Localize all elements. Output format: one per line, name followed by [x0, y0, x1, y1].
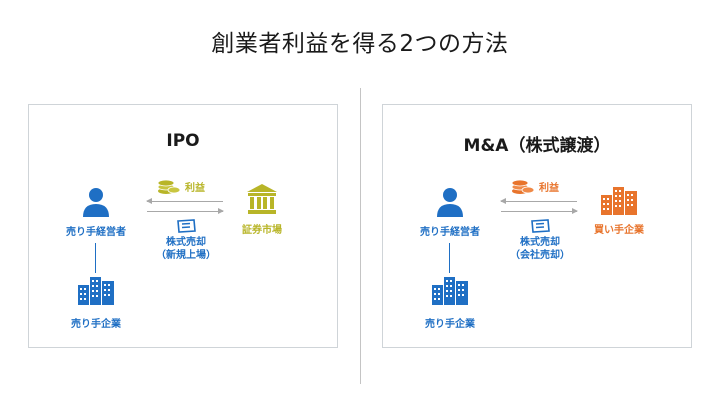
ticket-icon [177, 219, 196, 233]
ipo-panel: IPO 売り手経営者 売 [28, 104, 338, 348]
page-title: 創業者利益を得る2つの方法 [211, 31, 509, 57]
ipo-profit-label: 利益 [185, 182, 205, 194]
buildings-icon [601, 187, 637, 215]
ma-profit-label: 利益 [539, 182, 559, 194]
ipo-seller-manager: 売り手経営者 [51, 187, 141, 238]
ma-seller-company-label: 売り手企業 [425, 319, 475, 330]
ipo-stock-market-label: 証券市場 [242, 225, 282, 236]
buildings-icon [432, 277, 468, 305]
ma-connector-line [449, 243, 450, 273]
ma-sale-label: 株式売却 [520, 237, 560, 248]
person-icon [83, 188, 109, 217]
ma-profit-arrow [500, 198, 577, 204]
ma-sale: 株式売却 （会社売却） [495, 219, 585, 262]
ipo-profit-arrow [146, 198, 223, 204]
ma-buyer-company: 買い手企業 [579, 185, 659, 236]
ipo-seller-company-label: 売り手企業 [71, 319, 121, 330]
ma-buyer-company-label: 買い手企業 [594, 225, 644, 236]
ipo-connector-line [95, 243, 96, 273]
bank-icon [247, 184, 277, 214]
ma-profit: 利益 [511, 177, 559, 195]
ipo-profit: 利益 [157, 177, 205, 195]
ipo-sale-label: 株式売却 [166, 237, 206, 248]
buildings-icon [78, 277, 114, 305]
ticket-icon [531, 219, 550, 233]
ipo-sale: 株式売却 （新規上場） [141, 219, 231, 262]
ipo-sale-sublabel: （新規上場） [156, 250, 216, 261]
person-icon [437, 188, 463, 217]
coins-icon [157, 179, 181, 194]
ipo-stock-market: 証券市場 [225, 183, 299, 236]
coins-icon [511, 179, 535, 194]
ma-heading: M&A（株式譲渡） [463, 136, 611, 156]
center-divider [360, 88, 361, 384]
ipo-sale-arrow [147, 208, 224, 214]
ma-sale-arrow [501, 208, 578, 214]
ma-seller-manager-label: 売り手経営者 [420, 227, 480, 238]
ma-panel: M&A（株式譲渡） 売り手経営者 [382, 104, 692, 348]
ipo-seller-company: 売り手企業 [51, 275, 141, 330]
ma-seller-company: 売り手企業 [405, 275, 495, 330]
ipo-seller-manager-label: 売り手経営者 [66, 227, 126, 238]
ma-seller-manager: 売り手経営者 [405, 187, 495, 238]
ipo-heading: IPO [166, 131, 200, 151]
ma-sale-sublabel: （会社売却） [510, 250, 570, 261]
